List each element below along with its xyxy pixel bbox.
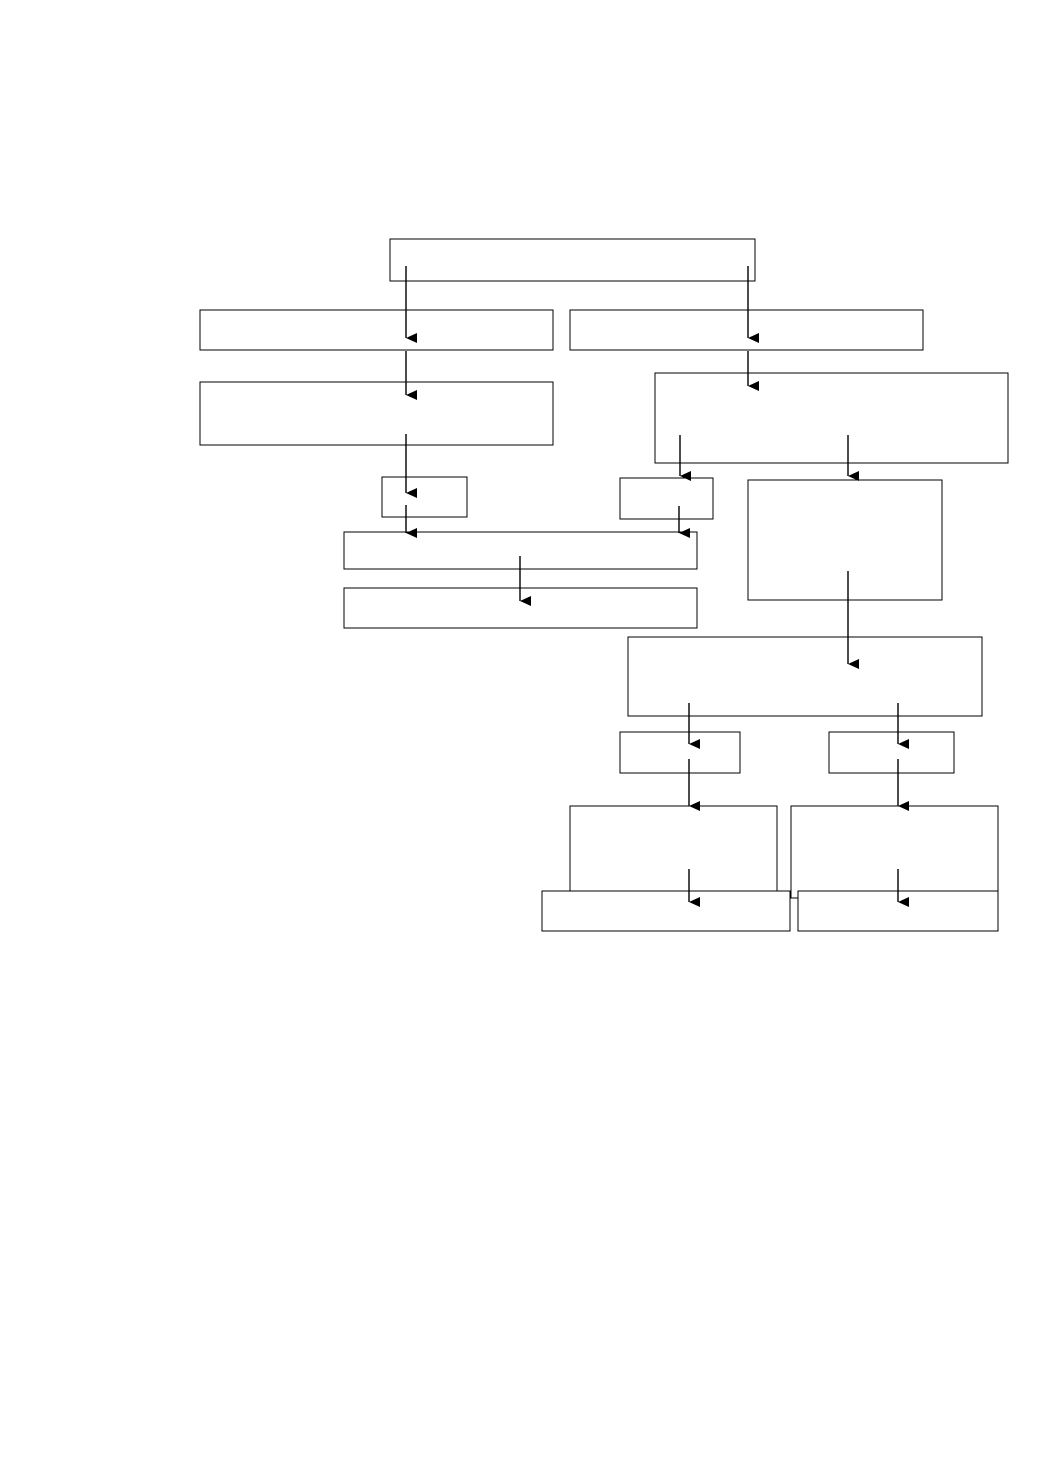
flow-node-14 (569, 805, 778, 899)
flow-node-3 (569, 309, 924, 351)
flow-node-6 (381, 476, 468, 518)
flow-node-12 (619, 731, 741, 774)
flow-node-4 (199, 381, 554, 446)
flow-node-10 (747, 479, 943, 601)
flow-node-16 (541, 890, 791, 932)
connectors (405, 266, 909, 907)
node-boxes (199, 238, 1009, 932)
flow-node-11 (627, 636, 983, 717)
flow-node-13 (828, 731, 955, 774)
flow-node-2 (199, 309, 554, 351)
flow-node-7 (619, 477, 714, 520)
flow-node-1 (389, 238, 756, 282)
flow-node-15 (790, 805, 999, 899)
flow-node-5 (654, 372, 1009, 464)
